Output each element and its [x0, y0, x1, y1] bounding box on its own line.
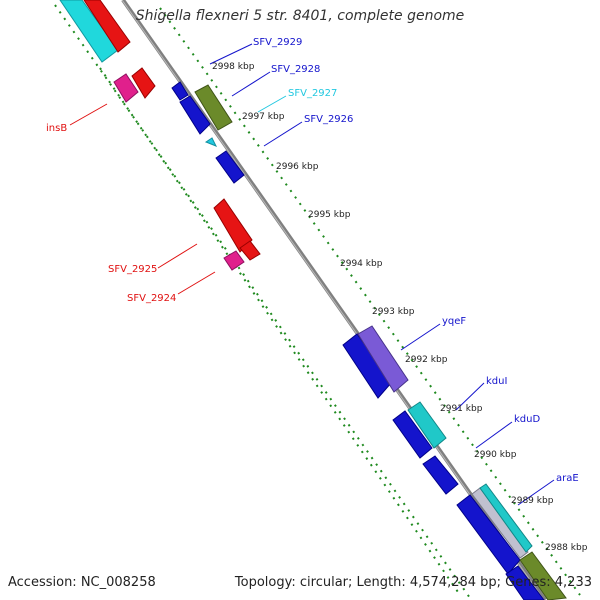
leader-kduI [455, 382, 485, 411]
tick-label-2998: 2998 kbp [212, 62, 255, 72]
label-kduI[interactable]: kduI [486, 376, 507, 387]
gene-kduI-cyan[interactable] [407, 401, 447, 449]
label-SFV_2925[interactable]: SFV_2925 [108, 264, 157, 275]
gene-araE-olive[interactable] [519, 551, 567, 600]
gene-insB-red[interactable] [131, 67, 156, 99]
leader-SFV_2924 [177, 271, 216, 295]
tick-label-2993: 2993 kbp [372, 307, 415, 317]
tick-label-2989: 2989 kbp [511, 496, 554, 506]
leader-araE [517, 479, 555, 506]
gene-yqeF-purple[interactable] [357, 325, 409, 393]
gene-red-top-left[interactable] [83, 0, 131, 53]
accession-label: Accession: NC_008258 [8, 575, 156, 590]
gene-SFV_2925-small[interactable] [239, 240, 261, 261]
guide-line-outer-left [54, 4, 471, 599]
label-insB[interactable]: insB [46, 123, 67, 134]
tick-label-2994: 2994 kbp [340, 259, 383, 269]
gene-SFV_2924[interactable] [223, 250, 245, 271]
map-title: Shigella flexneri 5 str. 8401, complete … [135, 8, 465, 24]
leader-SFV_2928 [231, 71, 271, 97]
label-SFV_2929[interactable]: SFV_2929 [253, 37, 302, 48]
gene-SFV_2928-blue[interactable] [179, 95, 211, 135]
tick-label-2992: 2992 kbp [405, 355, 448, 365]
gene-SFV_2929[interactable] [171, 81, 189, 101]
label-SFV_2926[interactable]: SFV_2926 [304, 114, 353, 125]
gene-kduI-blue[interactable] [392, 410, 433, 459]
label-yqeF[interactable]: yqeF [442, 316, 466, 327]
leader-insB [69, 103, 108, 126]
leader-SFV_2925 [157, 243, 198, 269]
gene-SFV_2927[interactable] [204, 137, 218, 147]
guide-line-inner-right [159, 7, 581, 596]
gene-SFV_2926[interactable] [215, 150, 245, 184]
leader-kduD [475, 421, 513, 449]
gene-SFV_2925[interactable] [213, 198, 253, 253]
gene-araE-cyan[interactable] [479, 483, 533, 553]
gene-insB-magenta[interactable] [113, 73, 139, 103]
label-araE[interactable]: araE [556, 473, 579, 484]
label-SFV_2927[interactable]: SFV_2927 [288, 88, 337, 99]
leader-SFV_2926 [263, 121, 303, 147]
tick-label-2991: 2991 kbp [440, 404, 483, 414]
gene-araE-grey[interactable] [471, 487, 529, 559]
gene-SFV_2928-olive[interactable] [194, 84, 233, 131]
tick-label-2990: 2990 kbp [474, 450, 517, 460]
tick-label-2988: 2988 kbp [545, 543, 588, 553]
label-kduD[interactable]: kduD [514, 414, 540, 425]
tick-label-2996: 2996 kbp [276, 162, 319, 172]
leader-SFV_2927 [257, 95, 287, 113]
label-SFV_2928[interactable]: SFV_2928 [271, 64, 320, 75]
leader-yqeF [400, 323, 441, 351]
gene-kduD[interactable] [422, 455, 459, 495]
topology-label: Topology: circular; Length: 4,574,284 bp… [234, 575, 592, 590]
guide-line-inner-left [99, 67, 461, 596]
tick-label-2997: 2997 kbp [242, 112, 285, 122]
tick-label-2995: 2995 kbp [308, 210, 351, 220]
leader-SFV_2929 [209, 43, 253, 65]
gene-bottom-blue[interactable] [505, 565, 545, 600]
label-SFV_2924[interactable]: SFV_2924 [127, 293, 176, 304]
